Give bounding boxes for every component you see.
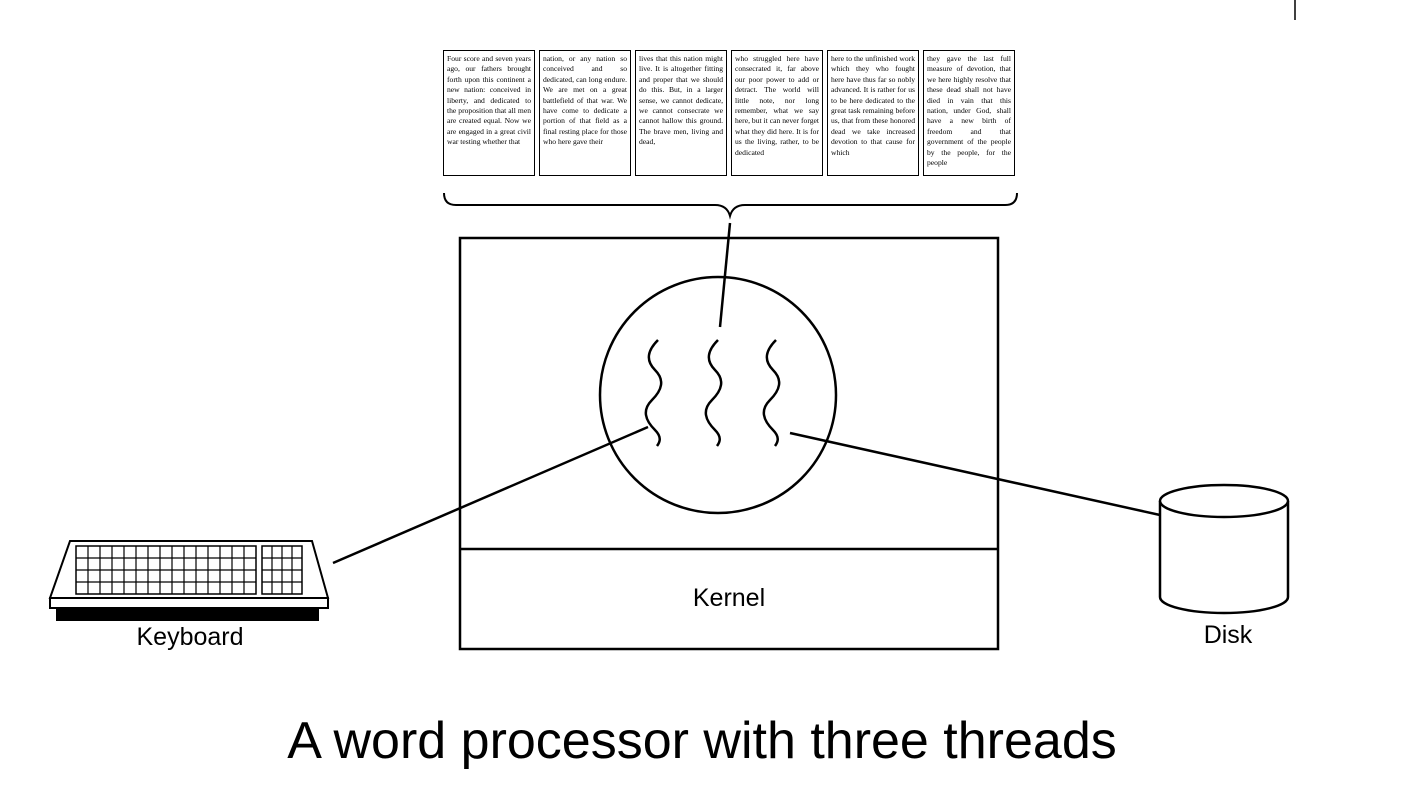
thread-circle	[598, 275, 838, 515]
keyboard-to-thread-line	[332, 425, 649, 565]
thread-to-disk-line	[789, 431, 1161, 517]
thread-1-icon	[644, 339, 663, 447]
document-page-text: Four score and seven years ago, our fath…	[447, 54, 531, 147]
document-page: lives that this nation might live. It is…	[635, 50, 727, 176]
kernel-label: Kernel	[692, 584, 766, 612]
document-page-text: nation, or any nation so conceived and s…	[543, 54, 627, 147]
keyboard-label: Keyboard	[136, 623, 244, 651]
document-page: here to the unfinished work which they w…	[827, 50, 919, 176]
keyboard-icon	[48, 540, 330, 621]
disk-label: Disk	[1203, 621, 1253, 649]
disk-icon	[1158, 483, 1290, 615]
document-page: Four score and seven years ago, our fath…	[443, 50, 535, 176]
document-page: nation, or any nation so conceived and s…	[539, 50, 631, 176]
thread-3-icon	[762, 339, 781, 447]
document-page-text: here to the unfinished work which they w…	[831, 54, 915, 157]
document-page: they gave the last full measure of devot…	[923, 50, 1015, 176]
document-page-text: lives that this nation might live. It is…	[639, 54, 723, 147]
document-page: who struggled here have consecrated it, …	[731, 50, 823, 176]
document-page-text: who struggled here have consecrated it, …	[735, 54, 819, 157]
diagram-caption: A word processor with three threads	[287, 712, 1117, 770]
pages-brace	[443, 192, 1018, 220]
thread-2-icon	[704, 339, 723, 447]
document-page-text: they gave the last full measure of devot…	[927, 54, 1011, 168]
brace-to-thread-line	[718, 222, 732, 328]
